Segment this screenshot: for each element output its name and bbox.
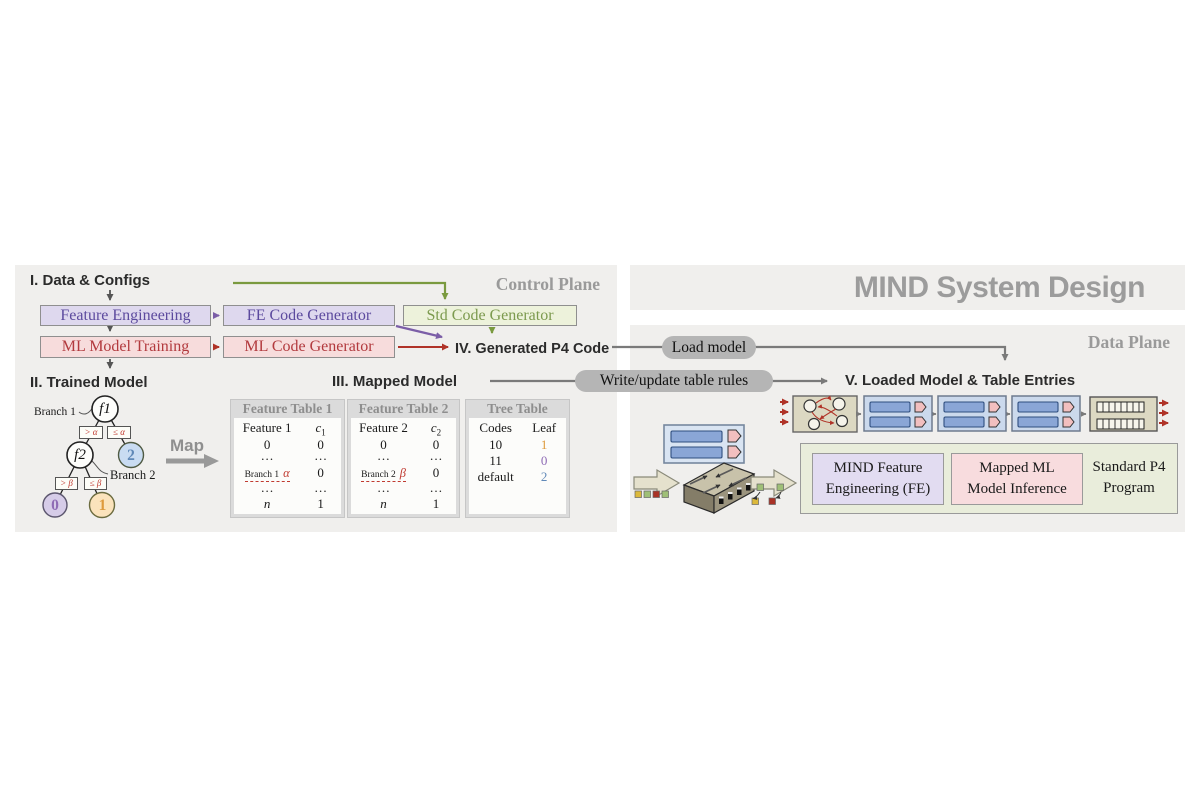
- edge-gt-beta: > β: [55, 477, 78, 490]
- tree-leaf-2-label: 2: [127, 447, 135, 464]
- step2-heading: II. Trained Model: [30, 374, 148, 391]
- table-row: ……: [260, 448, 328, 463]
- standard-p4-line1: Standard P4: [1092, 459, 1166, 475]
- tree-node-f2: [66, 441, 94, 469]
- branch1-label: Branch 1: [34, 406, 76, 418]
- load-model-pill: Load model: [662, 336, 756, 359]
- step3-heading: III. Mapped Model: [332, 373, 458, 390]
- branch1-connector: [78, 406, 94, 415]
- std-code-generator-box: Std Code Generator: [403, 305, 577, 326]
- mind-fe-box: MIND Feature Engineering (FE): [812, 453, 944, 505]
- ml-code-generator-box: ML Code Generator: [223, 336, 395, 358]
- mind-fe-line2: Engineering (FE): [825, 481, 931, 497]
- step5-heading: V. Loaded Model & Table Entries: [845, 372, 1076, 389]
- standard-p4-line2: Program: [1103, 480, 1155, 496]
- tree-leaf-0: [42, 492, 68, 518]
- table-row: ……: [377, 448, 443, 463]
- traffic-in-arrow-icon: [633, 468, 681, 498]
- queue-icon: [1089, 396, 1158, 432]
- table-row: ……: [377, 480, 443, 495]
- data-plane-label: Data Plane: [1087, 332, 1170, 352]
- tree-leaf-1: [88, 491, 116, 519]
- switch-ports: [719, 483, 751, 504]
- switch-icon: [682, 462, 756, 515]
- branch2-label: Branch 2: [110, 468, 156, 482]
- table-header-row: Feature 1 c1: [242, 420, 326, 438]
- page-title: MIND System Design: [853, 271, 1146, 304]
- feature-table-2-title: Feature Table 2: [358, 401, 449, 416]
- feature-engineering-box: Feature Engineering: [40, 305, 211, 326]
- ml-model-training-box: ML Model Training: [40, 336, 211, 358]
- step4-heading: IV. Generated P4 Code: [455, 341, 610, 357]
- decision-tree: [42, 395, 145, 519]
- mapped-ml-line1: Mapped ML: [979, 460, 1055, 476]
- mapped-ml-line2: Model Inference: [967, 481, 1067, 497]
- tree-node-f1-label: f1: [99, 401, 111, 417]
- packet-squares-out: [751, 483, 784, 505]
- standard-p4-label: Standard P4 Program: [1083, 453, 1175, 505]
- mapped-ml-box: Mapped ML Model Inference: [951, 453, 1083, 505]
- title-banner: [630, 265, 1185, 310]
- table-header-row: Feature 2 c2: [359, 420, 442, 438]
- traffic-out-arrow-icon: [750, 468, 798, 498]
- stage-box-above-switch: [663, 424, 745, 464]
- branch2-connector: [91, 460, 109, 475]
- fe-code-generator-box: FE Code Generator: [223, 305, 395, 326]
- tree-node-f2-label: f2: [74, 447, 86, 463]
- control-plane-label: Control Plane: [495, 274, 600, 294]
- map-arrow-icon: [166, 454, 219, 468]
- parser-icon: [792, 395, 858, 433]
- feature-table-1-title: Feature Table 1: [242, 401, 333, 416]
- edge-le-beta: ≤ β: [84, 477, 107, 490]
- tree-leaf-1-label: 1: [98, 497, 107, 514]
- tree-leaf-2: [117, 441, 145, 469]
- pipeline-stage-icons: [863, 395, 1081, 432]
- tree-leaf-0-label: 0: [51, 497, 59, 514]
- map-label: Map: [170, 436, 204, 455]
- write-update-pill: Write/update table rules: [575, 370, 773, 392]
- packet-squares-in: [634, 490, 669, 498]
- edge-le-alpha: ≤ α: [107, 426, 131, 439]
- pipeline-out-arrows: [1159, 399, 1169, 427]
- step1-heading: I. Data & Configs: [30, 272, 151, 289]
- tree-table-title: Tree Table: [487, 401, 548, 416]
- mind-fe-line1: MIND Feature: [833, 460, 923, 476]
- edge-gt-alpha: > α: [79, 426, 103, 439]
- table-row: ……: [260, 480, 328, 495]
- tree-node-f1: [91, 395, 119, 423]
- pipeline-in-arrows: [780, 398, 789, 426]
